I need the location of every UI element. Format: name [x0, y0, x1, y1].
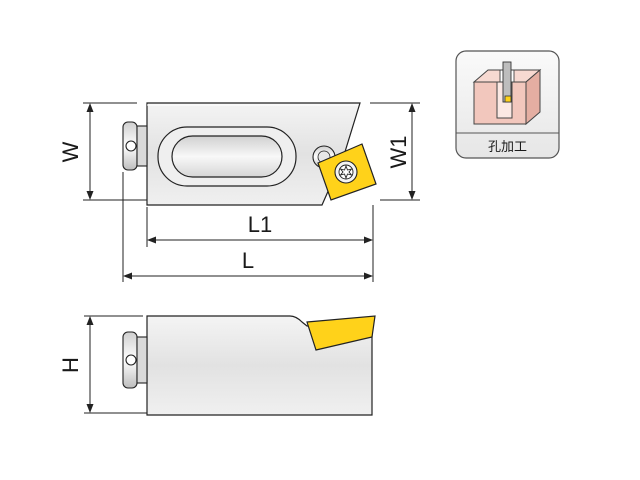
side-view — [122, 315, 376, 416]
dim-h-label: H — [58, 357, 83, 373]
dim-h: H — [58, 315, 147, 414]
dim-l: L — [122, 172, 374, 282]
dim-w1-label: W1 — [386, 136, 411, 169]
dim-w1: W1 — [370, 102, 420, 201]
dim-l-label: L — [242, 248, 254, 273]
torx-screw-icon — [334, 160, 358, 184]
insert-side — [306, 315, 376, 351]
left-screw-side — [122, 331, 148, 389]
bored-block-icon — [472, 61, 542, 126]
dim-w: W — [58, 102, 147, 201]
dim-w-label: W — [58, 141, 83, 162]
top-view — [122, 102, 377, 206]
dim-l1-label: L1 — [248, 212, 272, 237]
left-screw-top — [122, 121, 148, 171]
dim-l1: L1 — [146, 205, 374, 247]
badge-label: 孔加工 — [488, 140, 527, 155]
hole-machining-badge: 孔加工 — [455, 50, 560, 159]
clamp-slot-inner — [171, 135, 283, 178]
